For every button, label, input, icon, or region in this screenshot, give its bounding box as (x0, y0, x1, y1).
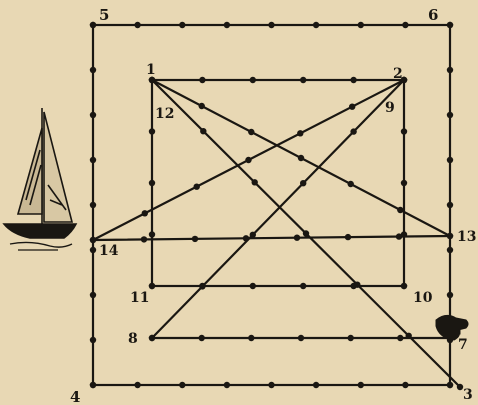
dot (349, 104, 355, 110)
dot (90, 112, 96, 118)
dot (401, 180, 407, 186)
dot (447, 233, 453, 239)
dot (199, 77, 205, 83)
dot (224, 22, 230, 28)
dot (90, 292, 96, 298)
dot (149, 128, 155, 134)
dot (345, 234, 351, 240)
dot (90, 67, 96, 73)
dot (350, 77, 356, 83)
dot (447, 22, 453, 28)
dot (406, 333, 412, 339)
dot (199, 335, 205, 341)
dot (401, 283, 407, 289)
dot (298, 155, 304, 161)
dot (300, 180, 306, 186)
dot (252, 179, 258, 185)
label-1: 1 (146, 62, 156, 78)
label-7: 7 (458, 337, 468, 353)
dot (250, 232, 256, 238)
label-9: 9 (385, 100, 395, 116)
dot (90, 337, 96, 343)
dot (250, 283, 256, 289)
dot (350, 128, 356, 134)
dot (90, 382, 96, 388)
dot (248, 335, 254, 341)
dot (149, 283, 155, 289)
dot (243, 235, 249, 241)
label-4: 4 (70, 388, 80, 405)
dot (447, 202, 453, 208)
dot (358, 22, 364, 28)
dot (224, 382, 230, 388)
dot (348, 335, 354, 341)
dot (199, 283, 205, 289)
dot (90, 237, 96, 243)
dot (149, 180, 155, 186)
dot (402, 22, 408, 28)
dot (134, 22, 140, 28)
label-2: 2 (393, 66, 403, 82)
label-14: 14 (99, 243, 119, 259)
dot (447, 67, 453, 73)
dot (300, 283, 306, 289)
label-10: 10 (413, 290, 433, 306)
dot (354, 282, 360, 288)
dot (397, 335, 403, 341)
label-3: 3 (463, 387, 473, 403)
dot (447, 292, 453, 298)
dot (199, 103, 205, 109)
dot (141, 236, 147, 242)
dot (402, 382, 408, 388)
dot (179, 22, 185, 28)
dot (401, 128, 407, 134)
dot (298, 335, 304, 341)
dot (90, 202, 96, 208)
dot (397, 207, 403, 213)
dot (303, 230, 309, 236)
dot (300, 77, 306, 83)
dot (90, 247, 96, 253)
dot (447, 382, 453, 388)
label-6: 6 (428, 6, 438, 24)
dot (396, 233, 402, 239)
dot (200, 128, 206, 134)
dot (313, 22, 319, 28)
dot (149, 231, 155, 237)
label-5: 5 (99, 6, 109, 24)
diagram-labels: 5 6 1 2 12 9 14 13 11 10 8 7 4 3 (70, 6, 476, 405)
dot (297, 130, 303, 136)
inner-rectangle (152, 80, 404, 286)
dot (90, 157, 96, 163)
dot (294, 235, 300, 241)
dot (194, 184, 200, 190)
dot (250, 77, 256, 83)
dot (313, 382, 319, 388)
dot (248, 129, 254, 135)
dot (358, 382, 364, 388)
dot (268, 22, 274, 28)
dot (90, 22, 96, 28)
dot (447, 247, 453, 253)
sailboat-icon (4, 108, 76, 250)
dot (447, 112, 453, 118)
dot (142, 210, 148, 216)
label-12: 12 (155, 106, 174, 122)
dot (192, 236, 198, 242)
dot (245, 157, 251, 163)
dot (134, 382, 140, 388)
label-13: 13 (457, 229, 476, 245)
label-8: 8 (128, 331, 138, 347)
dot (447, 157, 453, 163)
dot (179, 382, 185, 388)
dot (149, 335, 155, 341)
label-11: 11 (130, 290, 149, 306)
dot (348, 181, 354, 187)
dot (268, 382, 274, 388)
